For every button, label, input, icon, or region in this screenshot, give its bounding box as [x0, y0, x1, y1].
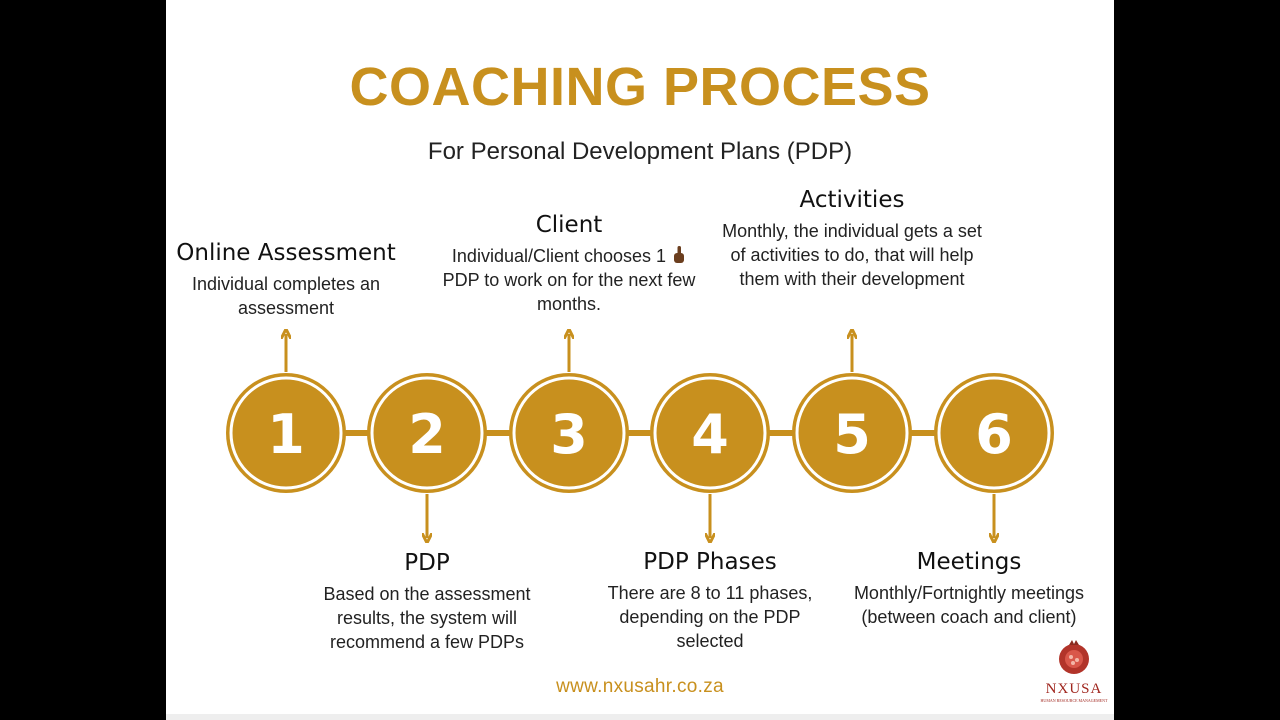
- step-3-description: Individual/Client chooses 1: [451, 246, 667, 266]
- step-3-number: 3: [550, 403, 588, 466]
- step-1-node: 1: [226, 334, 346, 493]
- step-6-number: 6: [975, 403, 1013, 466]
- page-title: COACHING PROCESS: [349, 57, 931, 117]
- step-3-text: Client Individual/Client chooses 1 PDP t…: [424, 212, 714, 316]
- step-6-node: 6: [934, 373, 1054, 538]
- step-1-number: 1: [267, 403, 305, 466]
- process-diagram: 1 2 3 4 5: [226, 0, 1054, 720]
- step-4-node: 4: [650, 373, 770, 538]
- logo-tagline: HUMAN RESOURCE MANAGEMENT: [1040, 698, 1108, 703]
- step-5-description: Monthly, the individual gets a set of ac…: [722, 221, 982, 289]
- step-5-number: 5: [833, 403, 871, 466]
- step-6-description: Monthly/Fortnightly meetings (between co…: [853, 583, 1085, 627]
- step-2-description: Based on the assessment results, the sys…: [323, 584, 531, 652]
- step-5-text: Activities Monthly, the individual gets …: [718, 187, 986, 291]
- step-3-description-tail: PDP to work on for the next few months.: [442, 270, 696, 314]
- step-1-text: Online Assessment Individual completes a…: [166, 240, 406, 320]
- step-2-number: 2: [408, 403, 446, 466]
- step-2-node: 2: [367, 373, 487, 538]
- step-6-heading: Meetings: [916, 549, 1022, 575]
- slide: COACHING PROCESS For Personal Developmen…: [166, 0, 1114, 720]
- step-4-heading: PDP Phases: [643, 549, 777, 575]
- pointing-finger-icon: [674, 246, 685, 263]
- step-4-number: 4: [691, 403, 729, 466]
- step-4-text: PDP Phases There are 8 to 11 phases, dep…: [605, 549, 815, 653]
- step-4-description: There are 8 to 11 phases, depending on t…: [607, 583, 813, 651]
- website-link[interactable]: www.nxusahr.co.za: [556, 676, 724, 697]
- step-1-description: Individual completes an assessment: [191, 274, 381, 318]
- step-1-heading: Online Assessment: [176, 240, 396, 266]
- step-6-text: Meetings Monthly/Fortnightly meetings (b…: [834, 549, 1104, 629]
- logo-brand: NXUSA: [1045, 681, 1103, 697]
- step-5-node: 5: [792, 334, 912, 493]
- step-2-text: PDP Based on the assessment results, the…: [317, 550, 537, 654]
- step-5-heading: Activities: [799, 187, 905, 213]
- step-3-node: 3: [509, 334, 629, 493]
- nxusa-logo: NXUSA HUMAN RESOURCE MANAGEMENT: [1032, 638, 1116, 706]
- step-3-heading: Client: [535, 212, 603, 238]
- step-2-heading: PDP: [404, 550, 450, 576]
- slide-bottom-strip: [166, 714, 1114, 720]
- pomegranate-icon: [1059, 640, 1089, 674]
- page-subtitle: For Personal Development Plans (PDP): [427, 138, 853, 165]
